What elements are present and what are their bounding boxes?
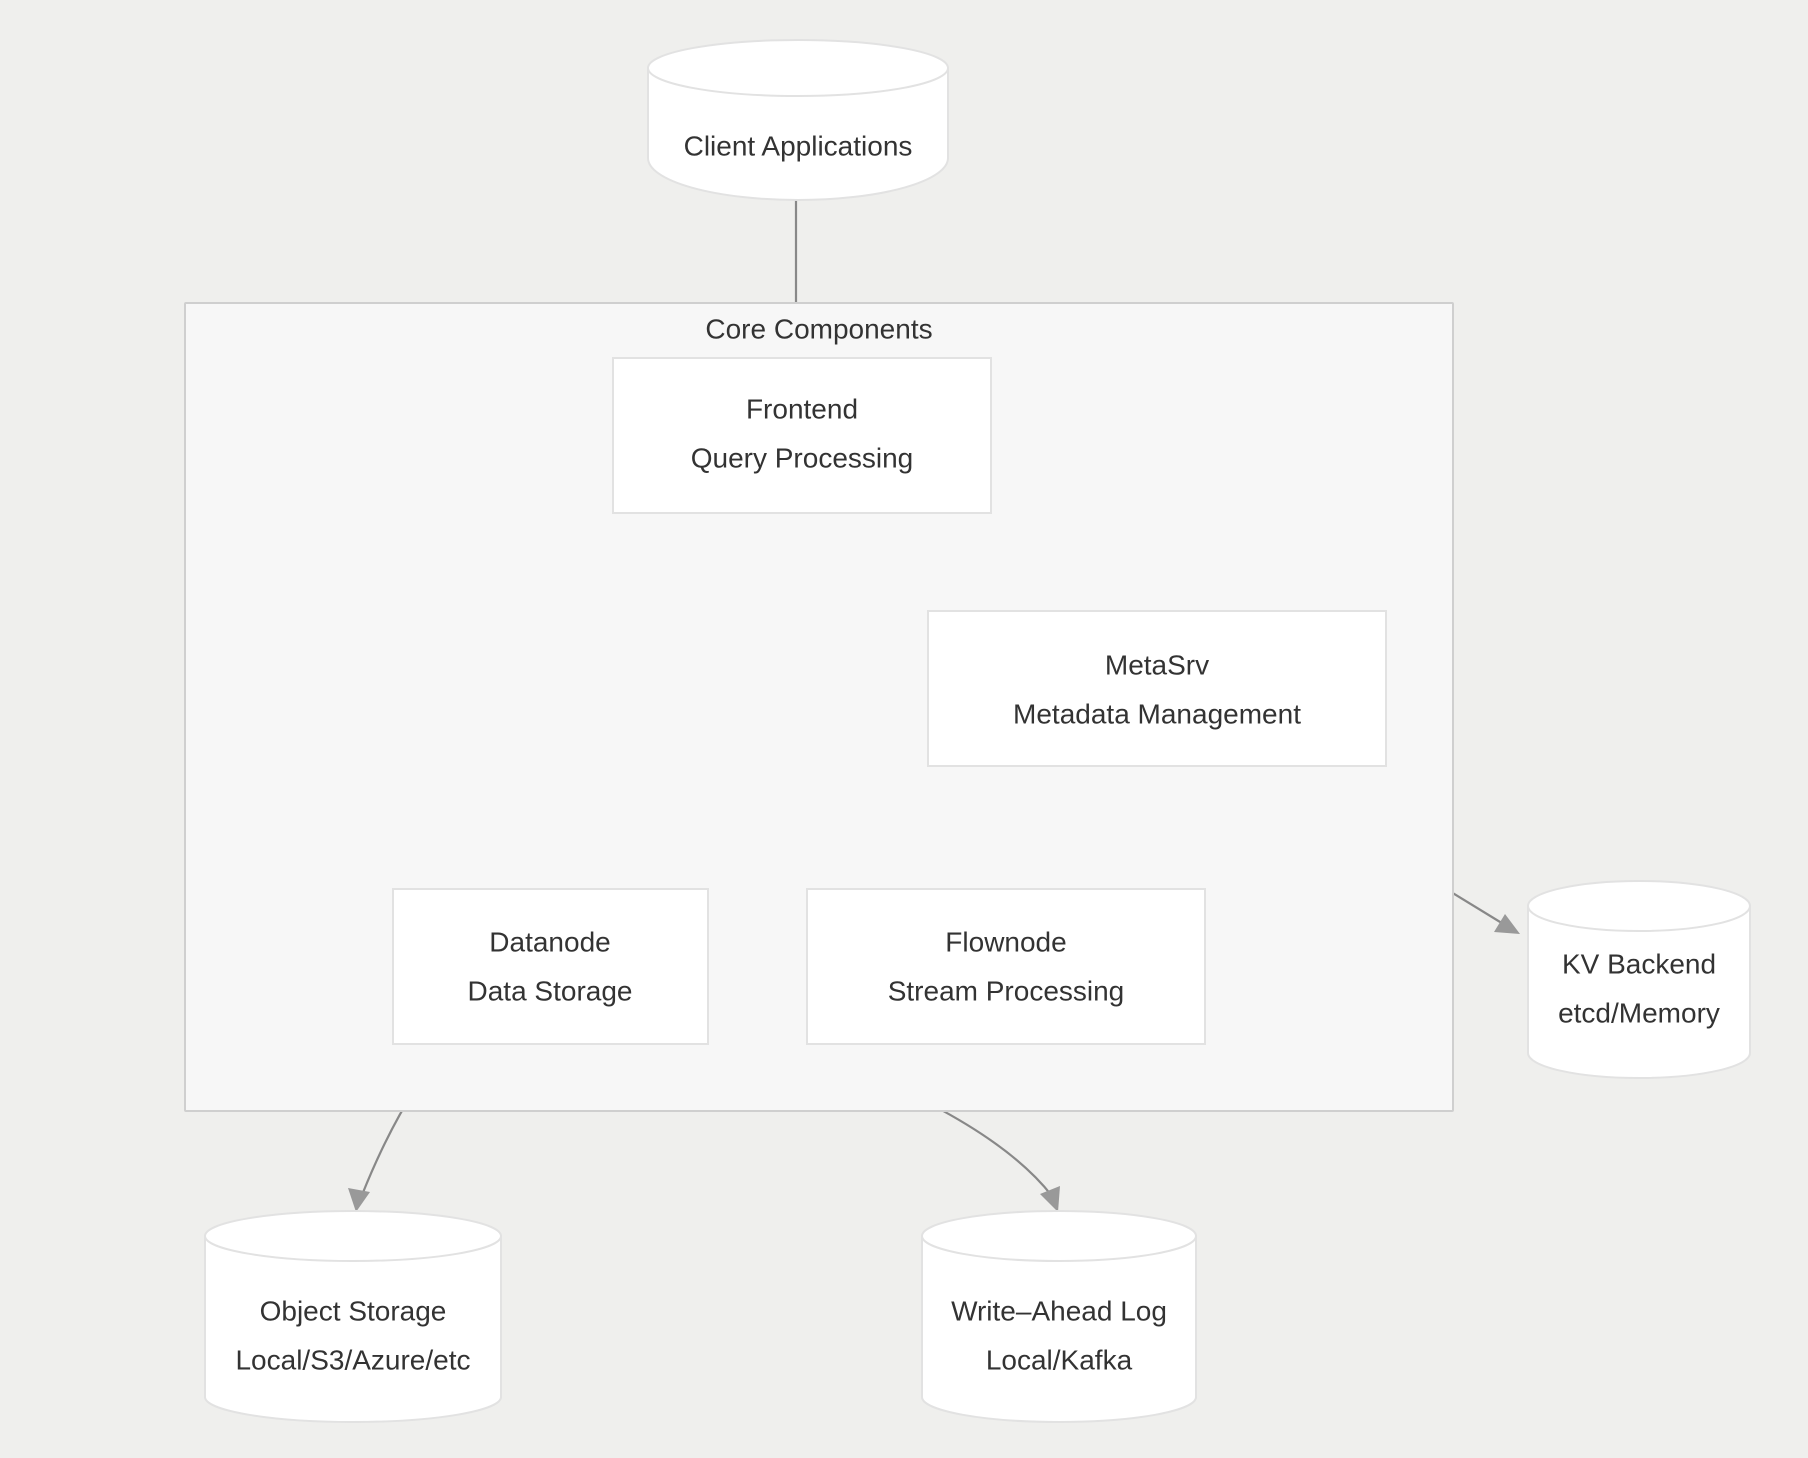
node-object-storage-line2: Local/S3/Azure/etc (235, 1344, 470, 1375)
node-metasrv[interactable]: MetaSrv Metadata Management (927, 610, 1387, 767)
node-flownode-line2: Stream Processing (888, 975, 1125, 1006)
subgraph-label: Core Components (705, 313, 932, 344)
node-flownode-line1: Flownode (945, 926, 1066, 957)
node-datanode-line2: Data Storage (468, 975, 633, 1006)
node-frontend[interactable]: Frontend Query Processing (612, 357, 992, 514)
node-metasrv-line1: MetaSrv (1105, 649, 1209, 680)
node-write-ahead-log-line1: Write–Ahead Log (951, 1295, 1167, 1326)
node-kv-backend-line2: etcd/Memory (1558, 997, 1720, 1028)
node-metasrv-line2: Metadata Management (1013, 698, 1301, 729)
node-kv-backend-line1: KV Backend (1562, 948, 1716, 979)
node-write-ahead-log-line2: Local/Kafka (986, 1344, 1133, 1375)
node-kv-backend[interactable]: KV Backend etcd/Memory (1527, 880, 1751, 1079)
node-write-ahead-log[interactable]: Write–Ahead Log Local/Kafka (921, 1210, 1197, 1423)
node-datanode[interactable]: Datanode Data Storage (392, 888, 709, 1045)
node-datanode-line1: Datanode (489, 926, 610, 957)
node-client-applications[interactable]: Client Applications (647, 39, 949, 201)
node-flownode[interactable]: Flownode Stream Processing (806, 888, 1206, 1045)
node-object-storage-line1: Object Storage (260, 1295, 447, 1326)
node-object-storage[interactable]: Object Storage Local/S3/Azure/etc (204, 1210, 502, 1423)
node-frontend-line2: Query Processing (691, 442, 914, 473)
node-frontend-line1: Frontend (746, 393, 858, 424)
node-client-applications-line1: Client Applications (684, 130, 913, 161)
